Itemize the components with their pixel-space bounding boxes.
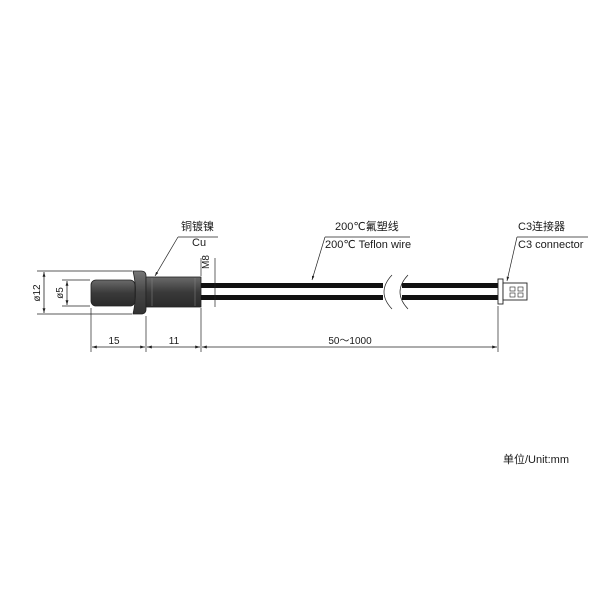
annotation-cu: 铜镀镍 Cu xyxy=(154,219,218,277)
dim-lengths: 15 11 50～1000 xyxy=(90,306,499,352)
annotation-connector-cn: C3连接器 xyxy=(518,220,565,233)
wire-pair xyxy=(201,274,498,310)
annotation-wire: 200℃氟塑线 200℃ Teflon wire xyxy=(311,219,411,281)
unit-note: 单位/Unit:mm xyxy=(503,452,569,466)
annotation-wire-en: 200℃ Teflon wire xyxy=(325,239,411,251)
dim-thread-label: M8 xyxy=(201,255,212,269)
dim-dia-inner: ø5 xyxy=(55,279,90,307)
thread-body xyxy=(145,276,202,308)
annotation-cu-cn: 铜镀镍 xyxy=(181,219,214,233)
c3-connector xyxy=(497,278,528,305)
dim-thread: M8 xyxy=(200,255,216,307)
annotation-connector-en: C3 connector xyxy=(518,239,584,251)
probe-tip xyxy=(90,279,136,307)
dim-dia-inner-label: ø5 xyxy=(55,287,66,299)
dim-len-wire-label: 50～1000 xyxy=(328,336,372,347)
probe-flange xyxy=(132,270,147,315)
dim-len-thread-label: 11 xyxy=(169,336,180,347)
annotation-wire-cn: 200℃氟塑线 xyxy=(335,219,399,233)
dim-len-probe-label: 15 xyxy=(108,336,120,347)
dim-dia-outer-label: ø12 xyxy=(32,284,43,302)
annotation-cu-en: Cu xyxy=(192,237,206,249)
annotation-connector: C3连接器 C3 connector xyxy=(506,220,588,282)
dim-dia-outer: ø12 xyxy=(32,270,132,315)
